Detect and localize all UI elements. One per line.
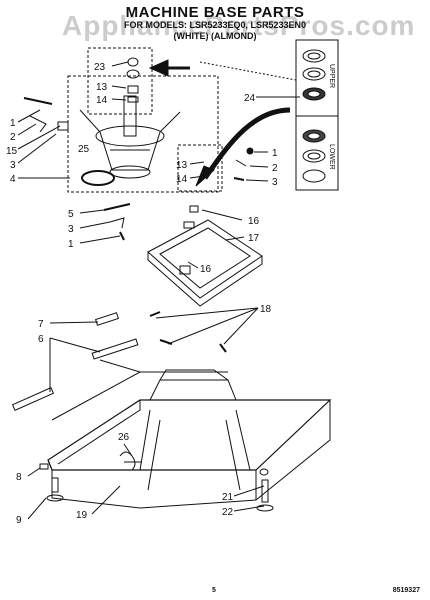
callout-3: 3 (10, 160, 16, 171)
callout-1c: 1 (272, 148, 278, 159)
group-box-23 (87, 47, 153, 115)
callout-1b: 1 (68, 239, 74, 250)
part-1-top (23, 97, 53, 105)
part-7 (94, 312, 120, 326)
side-box (295, 39, 339, 191)
callout-26: 26 (118, 432, 130, 443)
part-14 (127, 96, 139, 103)
part-25 (81, 170, 115, 186)
group-box-13-14 (177, 144, 223, 192)
callout-1: 1 (10, 118, 16, 129)
callout-labels: 1 2 15 3 4 5 3 1 23 13 14 25 13 14 1 2 3… (6, 62, 278, 526)
foot-right (256, 479, 274, 512)
callout-2b: 2 (272, 163, 278, 174)
curved-arrow (202, 107, 291, 180)
part-23a (127, 57, 139, 67)
callout-13: 13 (96, 82, 108, 93)
part-16b (183, 221, 195, 229)
part-5 (103, 203, 131, 211)
foot-left (46, 477, 64, 502)
callout-15: 15 (6, 146, 18, 157)
callout-17: 17 (248, 233, 260, 244)
callout-3c: 3 (272, 177, 278, 188)
part-16c (179, 265, 191, 275)
color-line: (WHITE) (ALMOND) (173, 31, 257, 41)
part-18c (219, 343, 227, 353)
part-3-top (57, 121, 69, 131)
callout-19: 19 (76, 510, 88, 521)
machine-base-frame (47, 359, 332, 509)
part-26 (119, 451, 142, 471)
part-18b (159, 339, 173, 345)
part-8 (39, 463, 49, 470)
callout-23: 23 (94, 62, 106, 73)
callout-8: 8 (16, 472, 22, 483)
callout-3b: 3 (68, 224, 74, 235)
lower-ring-stack (302, 129, 326, 183)
upper-label: UPPER (328, 64, 335, 88)
callout-16b: 16 (200, 264, 212, 275)
callout-24: 24 (244, 93, 256, 104)
part-17-bracket (147, 219, 263, 307)
part-21 (259, 468, 269, 476)
part-13 (127, 85, 139, 94)
callout-2: 2 (10, 132, 16, 143)
part-16a (189, 205, 199, 213)
callout-22: 22 (222, 507, 234, 518)
callout-6: 6 (38, 334, 44, 345)
callout-21: 21 (222, 492, 234, 503)
part-23b (126, 69, 140, 79)
lower-label: LOWER (328, 144, 335, 170)
callout-9: 9 (16, 515, 22, 526)
callout-5: 5 (68, 209, 74, 220)
callout-4: 4 (10, 174, 16, 185)
callout-14: 14 (96, 95, 108, 106)
callout-18: 18 (260, 304, 272, 315)
model-line: FOR MODELS: LSR5233EQ0, LSR5233EN0 (123, 20, 307, 30)
diagram-title: MACHINE BASE PARTS (125, 4, 305, 21)
figure-code: 8519327 (392, 587, 420, 594)
part-18a (149, 311, 161, 317)
callout-25: 25 (78, 144, 90, 155)
part-6-rail (11, 387, 55, 411)
part-2-top (29, 115, 47, 133)
upper-ring-stack (302, 49, 326, 101)
callout-7: 7 (38, 319, 44, 330)
group-box-top (67, 75, 219, 193)
callout-14b: 14 (176, 174, 188, 185)
page-number: 5 (212, 587, 216, 594)
transmission-assembly (79, 95, 181, 179)
callout-16: 16 (248, 216, 260, 227)
callout-13b: 13 (176, 160, 188, 171)
watermark: AppliancePartsPros.com (62, 10, 416, 41)
part-6 (91, 338, 139, 360)
